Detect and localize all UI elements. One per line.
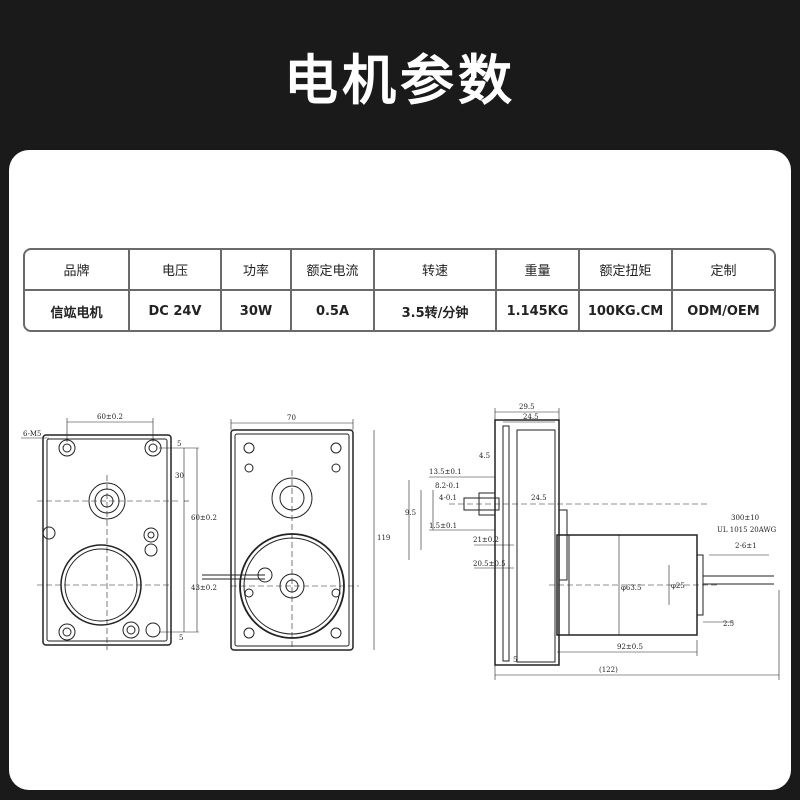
dim-side-8-2: 8.2-0.1 (435, 482, 460, 490)
spec-value-brand: 信竑电机 (25, 291, 130, 330)
page-header: 电机参数 (0, 0, 800, 150)
spec-value-speed: 3.5转/分钟 (375, 291, 497, 330)
spec-header-speed: 转速 (375, 250, 497, 289)
spec-header-rated-torque: 额定扭矩 (580, 250, 673, 289)
dim-side-13-5: 13.5±0.1 (429, 468, 462, 476)
spec-value-customization: ODM/OEM (687, 304, 760, 319)
dim-side-21: 21±0.2 (473, 536, 499, 544)
dim-side-29-5: 29.5 (519, 403, 535, 411)
spec-table: 品牌 电压 功率 额定电流 转速 重量 额定扭矩 定制 信竑电机 DC 24V … (23, 248, 776, 332)
spec-header-power: 功率 (222, 250, 292, 289)
side-view (408, 408, 780, 680)
dim-front-30: 30 (175, 472, 184, 480)
dim-middle-height: 119 (377, 534, 390, 542)
spec-value-voltage: DC 24V (130, 291, 222, 330)
dim-side-lead-length: 300±10 (731, 514, 759, 522)
dim-front-height-60: 60±0.2 (191, 514, 217, 522)
dim-side-2-5: 2.5 (723, 620, 734, 628)
dim-side-24-5: 24.5 (531, 494, 547, 502)
spec-value-rated-torque: 100KG.CM (580, 291, 673, 330)
spec-header-brand: 品牌 (25, 250, 130, 289)
middle-view (202, 419, 375, 651)
dim-side-24-5-top: 24.5 (523, 413, 539, 421)
dim-side-dia-63-5: φ63.5 (621, 584, 642, 592)
spec-header-weight: 重量 (497, 250, 580, 289)
dim-front-holes: 6-M5 (23, 430, 41, 438)
dim-front-top-gap: 5 (177, 440, 181, 448)
dim-side-1-5: 1.5±0.1 (429, 522, 457, 530)
dim-front-height-43: 43±0.2 (191, 584, 217, 592)
page-title: 电机参数 (284, 48, 516, 112)
spec-header-voltage: 电压 (130, 250, 222, 289)
spec-value-power: 30W (222, 291, 292, 330)
dim-side-4: 4-0.1 (439, 494, 457, 502)
dim-side-wire-spec: UL 1015 20AWG (717, 526, 777, 534)
spec-card: 品牌 电压 功率 额定电流 转速 重量 额定扭矩 定制 信竑电机 DC 24V … (9, 150, 791, 790)
front-view (21, 418, 199, 650)
dim-front-width: 60±0.2 (97, 413, 123, 421)
dim-side-dia-25: φ25 (671, 582, 685, 590)
dim-side-92: 92±0.5 (617, 643, 643, 651)
spec-header-row: 品牌 电压 功率 额定电流 转速 重量 额定扭矩 定制 (25, 250, 774, 291)
dim-middle-width: 70 (287, 414, 296, 422)
technical-drawing: 6-M5 60±0.2 5 30 60±0.2 43±0.2 5 70 119 … (21, 403, 780, 680)
dim-side-4-5: 4.5 (479, 452, 490, 460)
dim-side-20-5: 20.5±0.5 (473, 560, 506, 568)
dim-side-9-5: 9.5 (405, 509, 416, 517)
spec-header-customization: 定制 (710, 264, 737, 279)
spec-value-weight: 1.145KG (497, 291, 580, 330)
dim-side-2-6: 2-6±1 (735, 542, 757, 550)
spec-header-rated-current: 额定电流 (292, 250, 375, 289)
dim-side-122: (122) (599, 666, 618, 674)
dim-front-bottom-gap: 5 (179, 634, 183, 642)
spec-value-rated-current: 0.5A (292, 291, 375, 330)
dim-side-5: 5 (513, 656, 517, 664)
spec-value-row: 信竑电机 DC 24V 30W 0.5A 3.5转/分钟 1.145KG 100… (25, 291, 774, 330)
